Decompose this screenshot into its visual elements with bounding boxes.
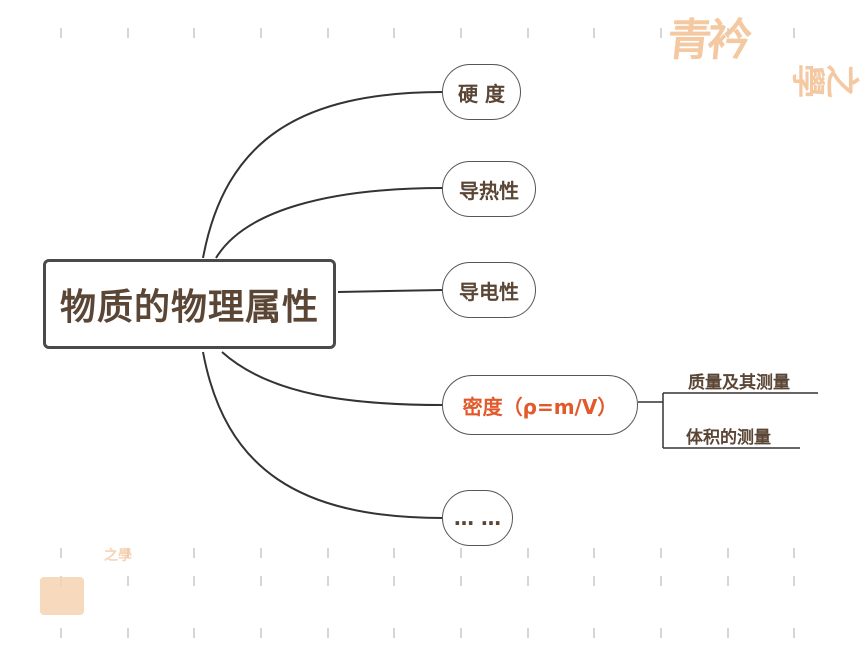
branch-label: 密度（ρ=m/V）	[462, 394, 618, 419]
grid-dash	[727, 628, 729, 638]
grid-dash	[527, 576, 529, 586]
grid-dash	[660, 628, 662, 638]
grid-dash	[127, 548, 129, 558]
grid-dash	[60, 548, 62, 558]
branch-node-electrical-conductivity: 导电性	[442, 262, 536, 318]
grid-dash	[60, 628, 62, 638]
grid-dash	[793, 576, 795, 586]
sub-branch-volume-measurement: 体积的测量	[686, 428, 771, 448]
grid-dash	[593, 576, 595, 586]
grid-dash	[393, 576, 395, 586]
calligraphy-decoration-small: 之學	[104, 548, 132, 564]
grid-dash	[793, 28, 795, 38]
branch-node-thermal-conductivity: 导热性	[442, 161, 536, 217]
branch-label: 导电性	[459, 279, 519, 304]
connector-more	[202, 351, 444, 519]
grid-dash	[327, 628, 329, 638]
branch-label: 导热性	[459, 178, 519, 203]
sub-branch-mass-measurement: 质量及其测量	[688, 373, 790, 393]
grid-dash	[527, 548, 529, 558]
grid-dash	[327, 28, 329, 38]
bottom-dash-row	[0, 628, 860, 642]
grid-dash	[193, 548, 195, 558]
grid-dash	[260, 548, 262, 558]
grid-dash	[193, 28, 195, 38]
branch-label: 硬 度	[458, 81, 505, 106]
grid-dash	[260, 576, 262, 586]
grid-dash	[793, 628, 795, 638]
root-node-label: 物质的物理属性	[59, 287, 319, 328]
grid-dash	[327, 576, 329, 586]
connector-density	[221, 351, 444, 406]
grid-dash	[460, 628, 462, 638]
grid-dash	[660, 28, 662, 38]
top-dash-row	[0, 28, 860, 42]
grid-dash	[260, 628, 262, 638]
lower-dash-row	[0, 576, 860, 590]
grid-dash	[593, 548, 595, 558]
grid-dash	[393, 628, 395, 638]
grid-dash	[660, 548, 662, 558]
grid-dash	[527, 628, 529, 638]
grid-dash	[727, 576, 729, 586]
branch-node-more: … …	[442, 490, 513, 546]
connector-thermal	[215, 187, 444, 259]
grid-dash	[127, 28, 129, 38]
grid-dash	[127, 628, 129, 638]
grid-dash	[193, 576, 195, 586]
grid-dash	[793, 548, 795, 558]
grid-dash	[593, 28, 595, 38]
grid-dash	[460, 576, 462, 586]
grid-dash	[193, 628, 195, 638]
grid-dash	[60, 28, 62, 38]
grid-dash	[660, 576, 662, 586]
branch-node-hardness: 硬 度	[442, 64, 521, 120]
connector-electrical	[337, 289, 444, 293]
grid-dash	[460, 548, 462, 558]
seal-stamp	[40, 577, 84, 615]
branch-node-density: 密度（ρ=m/V）	[442, 375, 638, 435]
grid-dash	[527, 28, 529, 38]
grid-dash	[127, 576, 129, 586]
grid-dash	[460, 28, 462, 38]
grid-dash	[393, 28, 395, 38]
middle-dash-row	[0, 548, 860, 562]
grid-dash	[393, 548, 395, 558]
grid-dash	[260, 28, 262, 38]
grid-dash	[727, 28, 729, 38]
grid-dash	[327, 548, 329, 558]
grid-dash	[727, 548, 729, 558]
root-node: 物质的物理属性	[43, 259, 336, 349]
branch-label: … …	[454, 506, 501, 530]
grid-dash	[593, 628, 595, 638]
connector-hardness	[202, 91, 444, 259]
